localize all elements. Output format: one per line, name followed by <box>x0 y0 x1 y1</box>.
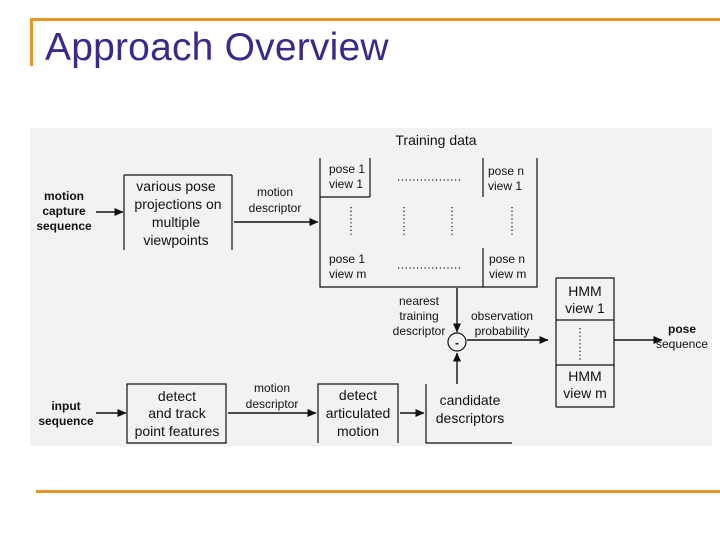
svg-text:sequence: sequence <box>36 219 92 233</box>
pose-sequence-label: pose sequence <box>656 322 708 351</box>
svg-text:articulated: articulated <box>326 405 391 421</box>
detect-articulated-box <box>317 383 399 443</box>
motion-capture-label: motion capture sequence <box>36 189 92 233</box>
svg-text:various pose: various pose <box>136 178 216 194</box>
training-cell-pose1-viewm: pose 1 view m <box>329 252 366 281</box>
svg-text:pose 1: pose 1 <box>329 162 365 176</box>
bottom-rule <box>36 490 720 493</box>
svg-text:view m: view m <box>329 267 366 281</box>
training-cell-posen-viewm: pose n view m <box>489 252 526 281</box>
frame-corner-vertical <box>30 18 33 66</box>
svg-text:descriptors: descriptors <box>436 410 504 426</box>
svg-text:view 1: view 1 <box>565 300 605 316</box>
svg-text:motion: motion <box>337 423 379 439</box>
svg-text:probability: probability <box>475 324 530 338</box>
motion-descriptor-top-label: motion descriptor <box>249 185 302 215</box>
slide-title: Approach Overview <box>45 26 389 69</box>
svg-text:sequence: sequence <box>656 337 708 351</box>
svg-text:input: input <box>51 399 80 413</box>
svg-text:motion: motion <box>257 185 293 199</box>
svg-text:view m: view m <box>563 385 607 401</box>
svg-text:projections on: projections on <box>134 196 221 212</box>
svg-text:pose n: pose n <box>489 252 525 266</box>
svg-text:descriptor: descriptor <box>246 397 299 411</box>
svg-text:descriptor: descriptor <box>393 324 446 338</box>
svg-text:pose: pose <box>668 322 696 336</box>
svg-text:HMM: HMM <box>568 368 601 384</box>
detect-articulated-label: detect articulated motion <box>326 387 391 439</box>
hmm-viewm-label: HMM view m <box>563 368 607 401</box>
svg-text:and track: and track <box>148 405 207 421</box>
candidate-box <box>425 384 512 444</box>
motion-descriptor-bottom-label: motion descriptor <box>246 381 299 411</box>
svg-text:view 1: view 1 <box>488 179 522 193</box>
svg-text:observation: observation <box>471 309 533 323</box>
detect-track-label: detect and track point features <box>135 388 220 439</box>
frame-top-rule <box>30 18 720 21</box>
svg-text:nearest: nearest <box>399 294 440 308</box>
hmm-view1-label: HMM view 1 <box>565 283 605 316</box>
svg-text:pose n: pose n <box>488 164 524 178</box>
svg-text:candidate: candidate <box>440 392 501 408</box>
svg-text:viewpoints: viewpoints <box>143 232 208 248</box>
minus-junction <box>447 332 467 352</box>
svg-text:detect: detect <box>158 388 196 404</box>
training-cell-posen-view1: pose n view 1 <box>488 164 524 193</box>
svg-text:motion: motion <box>254 381 290 395</box>
svg-text:capture: capture <box>42 204 86 218</box>
svg-text:motion: motion <box>44 189 84 203</box>
svg-text:point features: point features <box>135 423 220 439</box>
candidate-descriptors-label: candidate descriptors <box>436 392 504 426</box>
svg-text:multiple: multiple <box>152 214 200 230</box>
svg-text:training: training <box>399 309 438 323</box>
input-sequence-label: input sequence <box>38 399 94 428</box>
various-pose-label: various pose projections on multiple vie… <box>134 178 221 248</box>
svg-text:detect: detect <box>339 387 377 403</box>
training-cell-pose1-view1: pose 1 view 1 <box>329 162 365 191</box>
detect-track-box <box>126 383 227 444</box>
minus-sign: - <box>455 336 459 350</box>
nearest-descriptor-label: nearest training descriptor <box>393 294 446 338</box>
svg-text:HMM: HMM <box>568 283 601 299</box>
svg-text:descriptor: descriptor <box>249 201 302 215</box>
svg-text:pose 1: pose 1 <box>329 252 365 266</box>
svg-text:view m: view m <box>489 267 526 281</box>
training-grid-border <box>319 158 538 288</box>
training-data-label: Training data <box>395 132 476 148</box>
observation-probability-label: observation probability <box>471 309 533 338</box>
svg-text:sequence: sequence <box>38 414 94 428</box>
svg-text:view 1: view 1 <box>329 177 363 191</box>
